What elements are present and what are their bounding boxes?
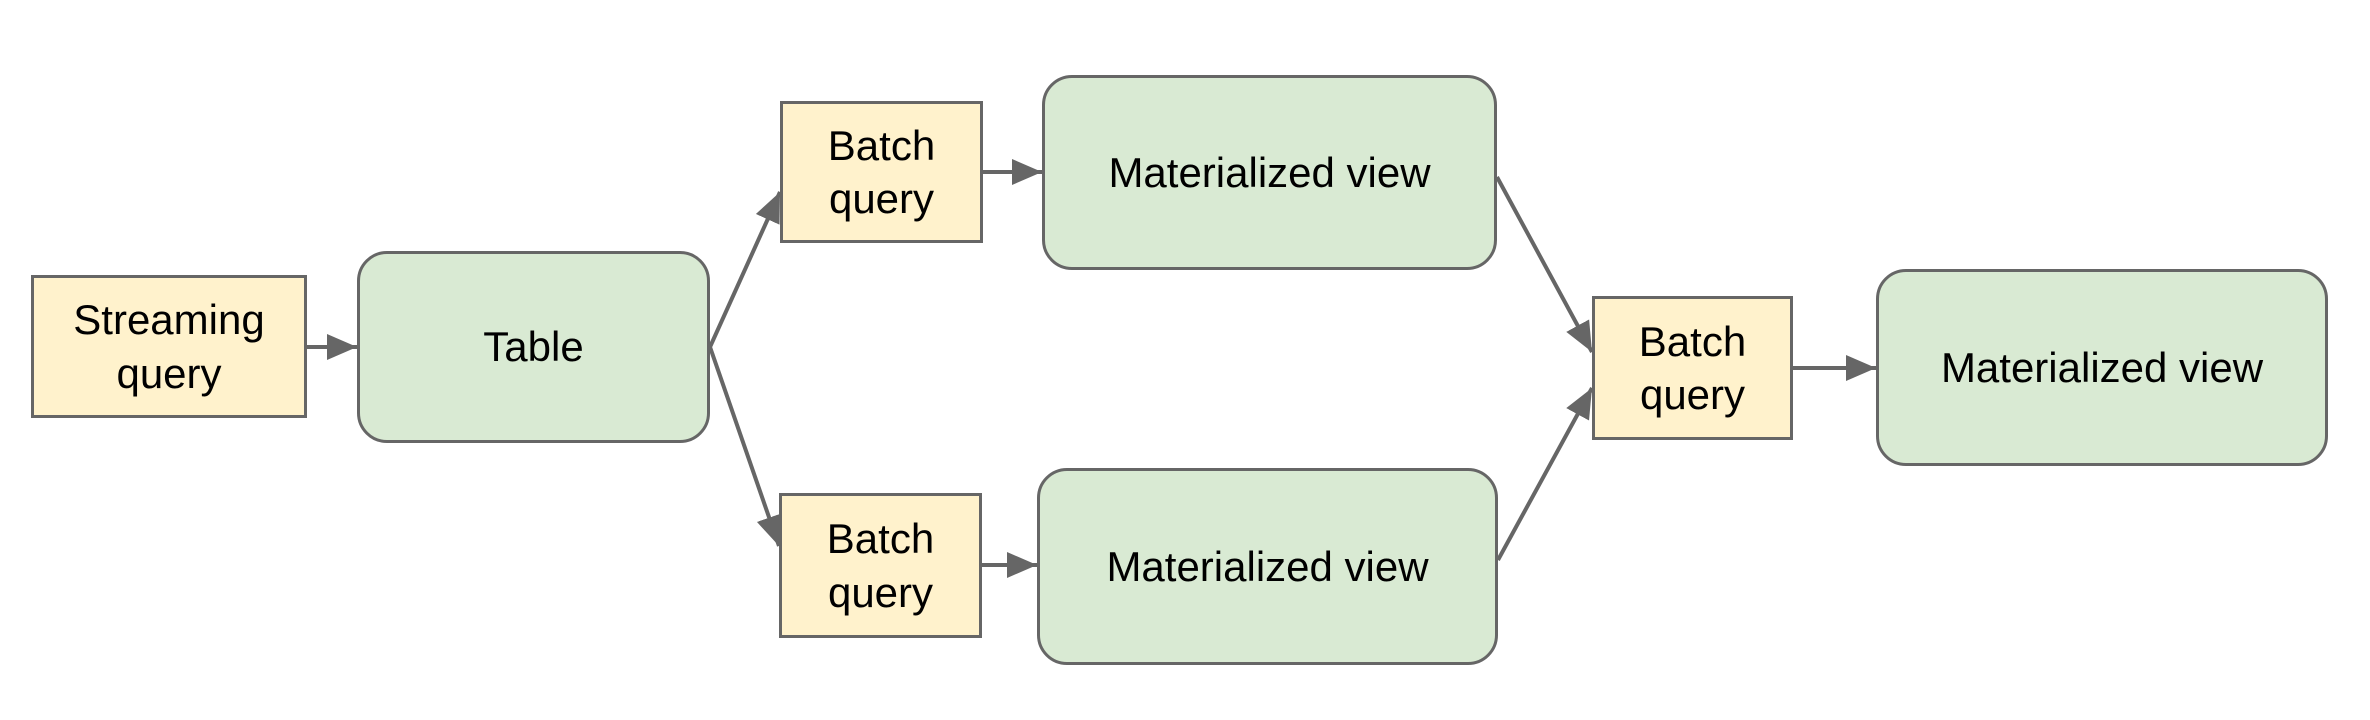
node-materialized-view-bottom: Materialized view bbox=[1037, 468, 1498, 665]
edge-materialized-view-bottom-to-batch-query-right bbox=[1496, 387, 1594, 561]
node-batch-query-top-label: Batch query bbox=[827, 121, 936, 222]
node-materialized-view-final: Materialized view bbox=[1876, 269, 2328, 466]
node-materialized-view-top: Materialized view bbox=[1042, 75, 1497, 270]
edge-table-to-batch-query-bottom bbox=[708, 346, 782, 547]
node-materialized-view-top-label: Materialized view bbox=[1108, 148, 1431, 196]
node-table-label: Table bbox=[483, 323, 584, 371]
node-materialized-view-final-label: Materialized view bbox=[1940, 343, 2264, 391]
node-batch-query-right-label: Batch query bbox=[1638, 317, 1747, 418]
node-batch-query-bottom: Batch query bbox=[779, 493, 982, 638]
node-streaming-query: Streaming query bbox=[31, 275, 307, 418]
node-materialized-view-bottom-label: Materialized view bbox=[1106, 542, 1429, 590]
node-batch-query-bottom-label: Batch query bbox=[826, 515, 935, 616]
node-batch-query-right: Batch query bbox=[1592, 296, 1793, 440]
node-table: Table bbox=[357, 251, 710, 443]
node-batch-query-top: Batch query bbox=[780, 101, 983, 243]
node-streaming-query-label: Streaming query bbox=[73, 296, 265, 397]
edge-table-to-batch-query-top bbox=[708, 191, 782, 348]
edge-materialized-view-top-to-batch-query-right bbox=[1495, 176, 1594, 353]
